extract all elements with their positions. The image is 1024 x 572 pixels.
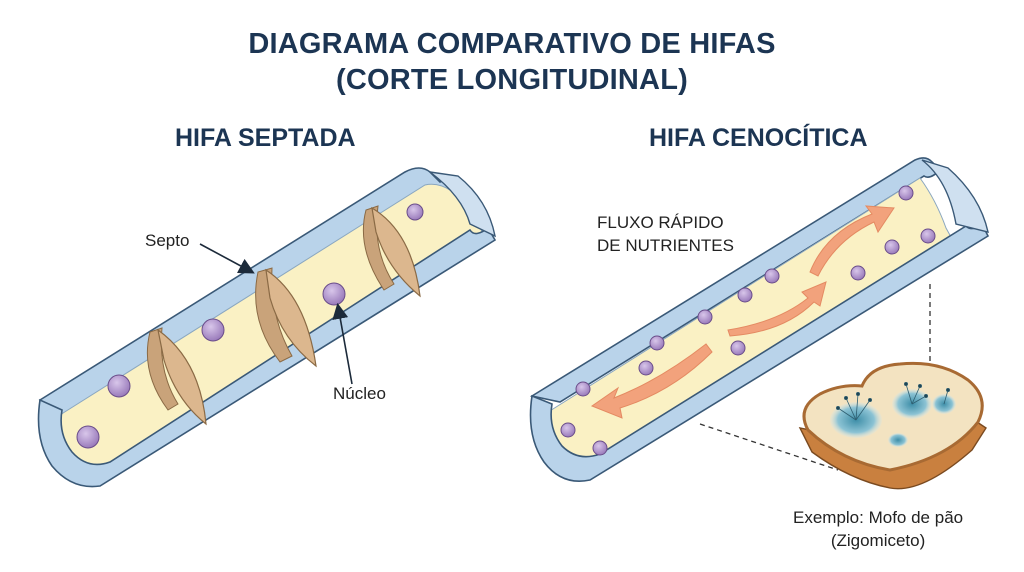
- mold-patch: [888, 433, 908, 447]
- nucleus: [638, 360, 654, 376]
- example-label-line-2: (Zigomiceto): [830, 531, 926, 550]
- flow-arrow-right: [809, 205, 895, 277]
- septo-label: Septo: [145, 231, 190, 250]
- septate-hypha: [37, 167, 497, 488]
- moldy-bread-illustration: [798, 361, 987, 490]
- bread-slice-top: [802, 361, 984, 472]
- septate-hypha-title: HIFA SEPTADA: [175, 124, 356, 152]
- septum-3-face: [371, 206, 421, 298]
- example-label-line-1: Exemplo: Mofo de pão: [793, 508, 964, 527]
- septo-leader-line: [199, 243, 255, 274]
- coenocytic-open-end: [921, 159, 989, 233]
- nucleus: [201, 318, 225, 342]
- flow-label: FLUXO RÁPIDO DE NUTRIENTES: [597, 211, 734, 257]
- nucleus: [560, 422, 576, 438]
- septate-wall-front: [37, 226, 497, 488]
- nucleus: [76, 425, 100, 449]
- callout-dashed-line: [699, 423, 839, 471]
- nucleus: [730, 340, 746, 356]
- septum-2-face: [265, 268, 317, 368]
- septum-1-face: [157, 328, 207, 426]
- example-label: Exemplo: Mofo de pão (Zigomiceto): [793, 506, 963, 552]
- nucleo-leader-line: [332, 302, 353, 385]
- nucleus: [107, 374, 131, 398]
- nucleus: [764, 268, 780, 284]
- nucleus: [322, 282, 346, 306]
- nucleus: [920, 228, 936, 244]
- nucleus: [737, 287, 753, 303]
- coenocytic-hypha: [529, 157, 990, 482]
- flow-arrow-middle: [727, 281, 827, 337]
- nucleus: [575, 381, 591, 397]
- nucleus: [649, 335, 665, 351]
- septate-open-end: [429, 171, 496, 238]
- flow-arrow-left: [590, 343, 713, 419]
- nucleo-label: Núcleo: [333, 384, 386, 403]
- flow-label-line-2: DE NUTRIENTES: [597, 236, 734, 255]
- diagram-title: DIAGRAMA COMPARATIVO DE HIFAS (CORTE LON…: [0, 26, 1024, 98]
- nucleus: [406, 203, 424, 221]
- flow-label-line-1: FLUXO RÁPIDO: [597, 213, 724, 232]
- mold-sporangia: [836, 381, 951, 421]
- nucleus: [898, 185, 914, 201]
- coenocytic-hypha-title: HIFA CENOCÍTICA: [649, 124, 868, 152]
- nucleus: [884, 239, 900, 255]
- title-line-1: DIAGRAMA COMPARATIVO DE HIFAS: [248, 28, 776, 60]
- nucleus: [592, 440, 608, 456]
- nucleus: [697, 309, 713, 325]
- nucleus: [850, 265, 866, 281]
- title-line-2: (CORTE LONGITUDINAL): [336, 64, 688, 96]
